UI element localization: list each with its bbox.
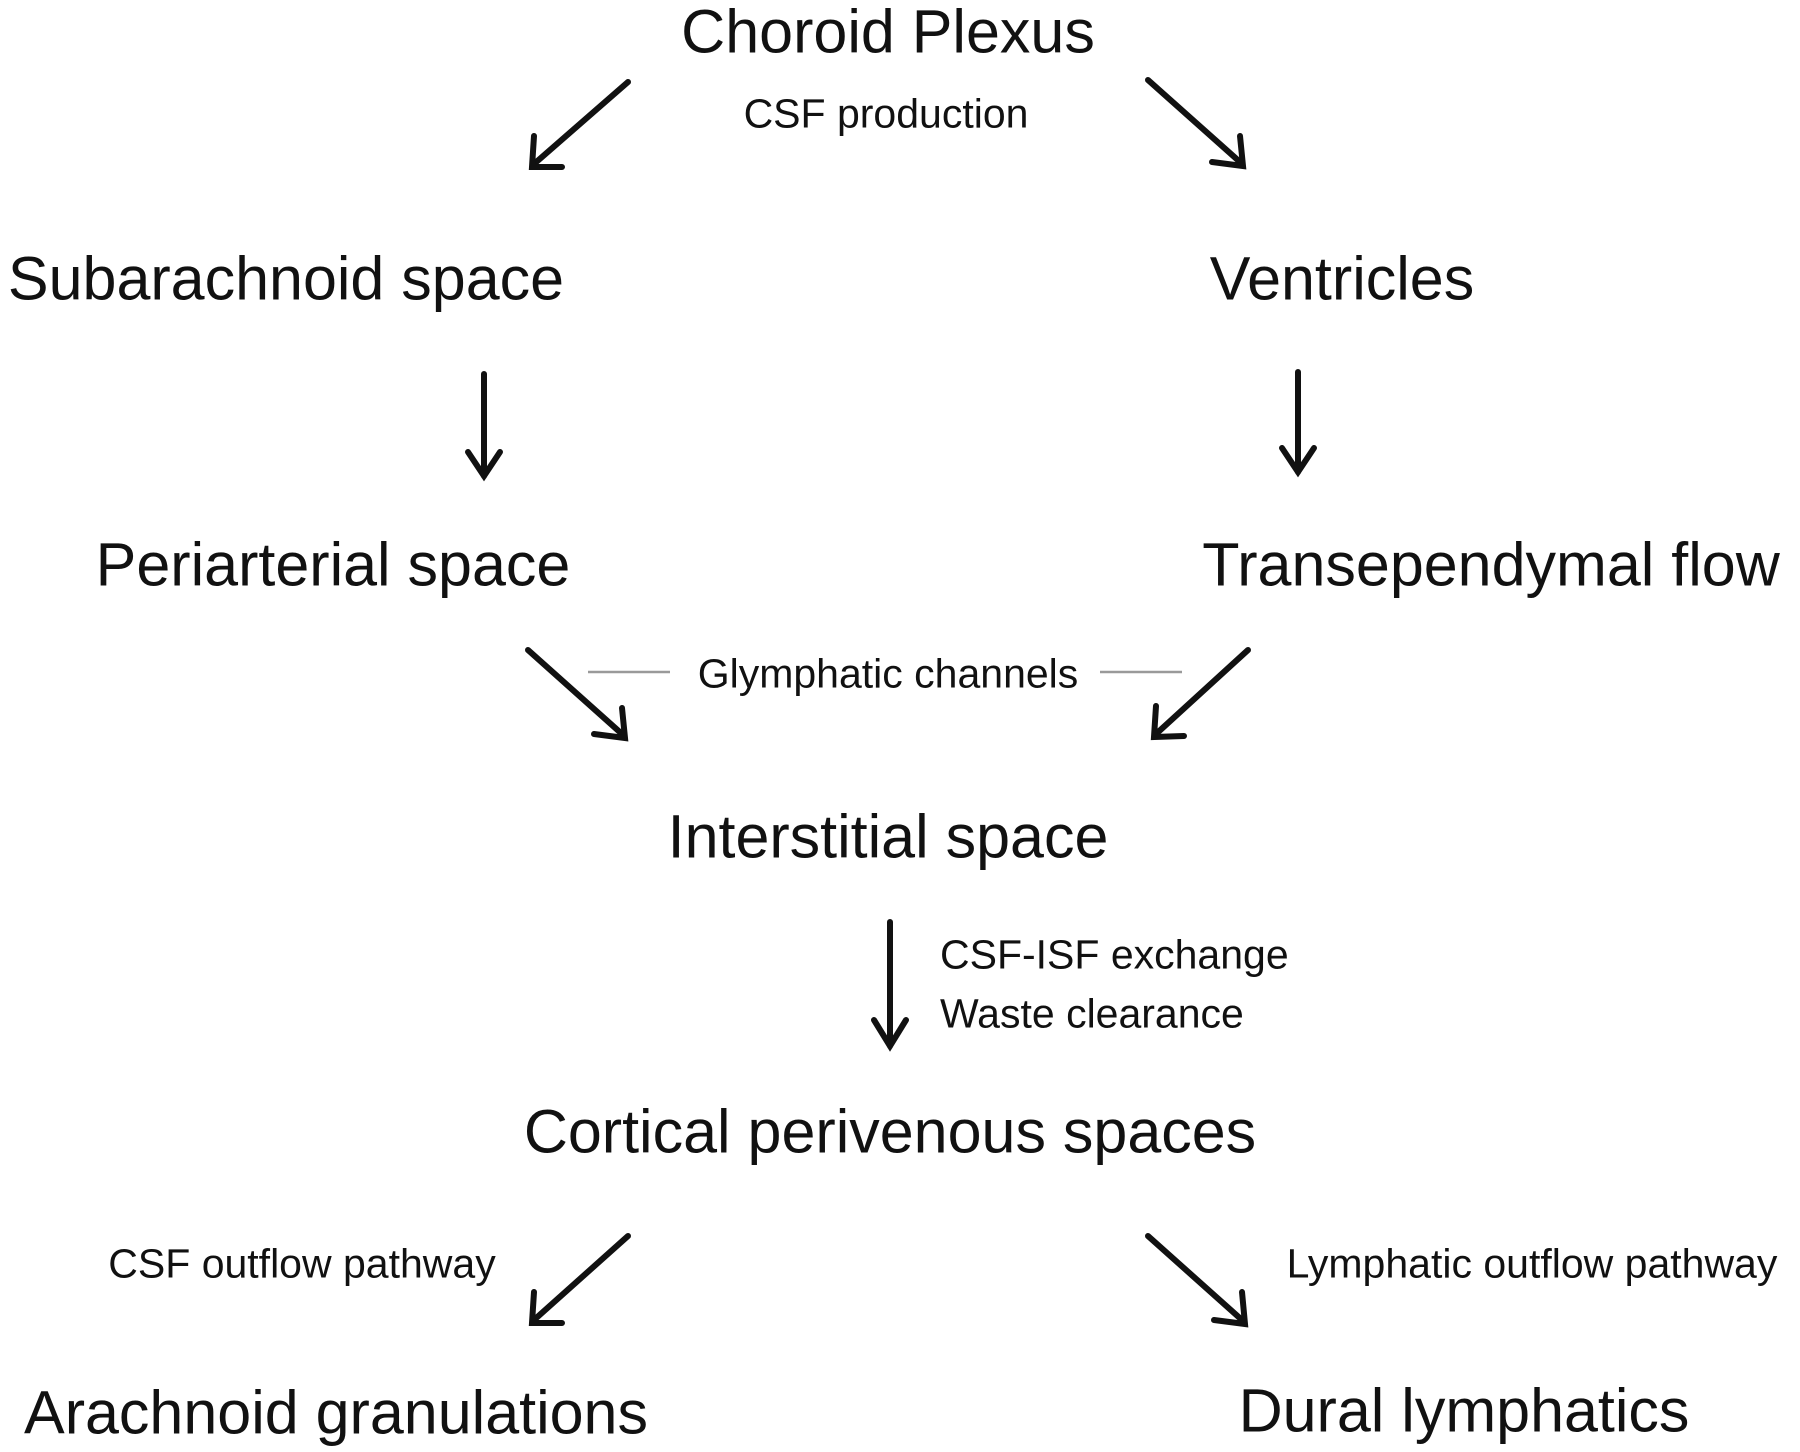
node-arachnoid-granulations: Arachnoid granulations [24,1378,648,1447]
label-lymphatic-outflow-pathway: Lymphatic outflow pathway [1286,1240,1778,1287]
label-waste-clearance: Waste clearance [940,990,1244,1037]
node-subarachnoid-space: Subarachnoid space [7,244,565,313]
label-csf-isf-exchange: CSF-ISF exchange [940,931,1289,978]
node-periarterial-space: Periarterial space [95,530,571,599]
arrow-interstitial-to-cortical [871,919,909,1052]
arrow-subarachnoid-to-periarterial [465,371,503,482]
arrow-choroid-to-subarachnoid [528,79,631,170]
arrow-choroid-to-ventricles [1145,77,1247,170]
arrow-transependymal-to-interstitial [1150,647,1251,741]
arrow-cortical-to-arachnoid [528,1233,631,1326]
node-dural-lymphatics: Dural lymphatics [1238,1376,1690,1445]
arrow-cortical-to-dural [1145,1233,1249,1328]
node-ventricles: Ventricles [1209,244,1475,313]
label-glymphatic-channels: Glymphatic channels [697,650,1079,697]
label-csf-production: CSF production [743,90,1029,137]
node-choroid-plexus: Choroid Plexus [681,0,1095,66]
node-transependymal-flow: Transependymal flow [1202,530,1780,599]
arrow-ventricles-to-transependymal [1279,369,1317,478]
node-interstitial-space: Interstitial space [667,802,1109,871]
arrow-periarterial-to-interstitial [525,647,629,742]
label-csf-outflow-pathway: CSF outflow pathway [108,1240,496,1287]
node-cortical-perivenous-spaces: Cortical perivenous spaces [523,1097,1257,1166]
